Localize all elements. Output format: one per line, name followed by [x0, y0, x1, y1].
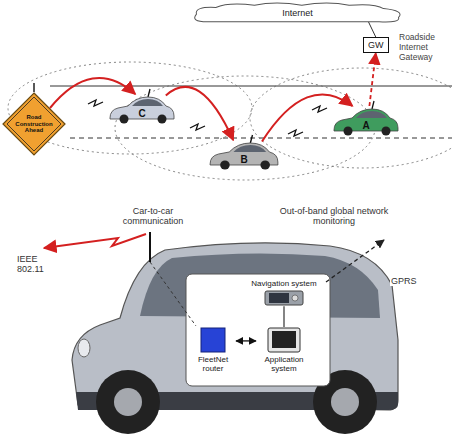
router-text: FleetNet router — [190, 355, 236, 373]
car-letter: C — [138, 108, 145, 120]
car-letter: A — [362, 120, 369, 132]
app-text: Application system — [256, 355, 312, 373]
router-block — [200, 327, 226, 353]
app-node: Application system — [256, 327, 312, 373]
nav-text: Navigation system — [251, 279, 316, 288]
road-lines — [50, 86, 452, 138]
diamond-text: Road Construction Ahead — [12, 114, 56, 134]
gprs-link — [326, 240, 384, 282]
nav-node: Navigation system — [244, 279, 324, 306]
antenna — [149, 232, 151, 262]
annotation-label: Car-to-car communication — [112, 206, 194, 227]
antenna-cable — [150, 262, 196, 326]
application-display — [267, 327, 301, 353]
cloud-node: Internet — [190, 2, 405, 24]
lightning-bolts — [88, 100, 327, 136]
connector-arrow — [262, 94, 352, 141]
cloud-text: Internet — [282, 8, 313, 18]
headlight — [78, 339, 90, 357]
radio-link-bolt — [44, 234, 146, 248]
connector-arrow — [166, 87, 233, 140]
car-node: C — [108, 94, 176, 124]
car-node: B — [208, 140, 280, 170]
annotation-label: Out-of-band global network monitoring — [268, 206, 400, 227]
connector-arrow — [369, 53, 375, 106]
rect-text: GW — [368, 40, 384, 50]
connector-arrow — [50, 78, 135, 108]
car-letter: B — [240, 154, 247, 166]
annotation-label: Roadside Internet Gateway — [398, 33, 452, 62]
connector-arrow — [236, 340, 256, 341]
annotation-label: IEEE 802.11 — [16, 254, 64, 275]
diamond-node: Road Construction Ahead — [2, 92, 66, 156]
rect-node: GW — [363, 37, 389, 53]
router-node: FleetNet router — [190, 327, 236, 373]
car-node: A — [332, 106, 400, 136]
sign-antenna — [33, 83, 35, 92]
connector-arrow — [283, 306, 284, 327]
navigation-device — [264, 290, 304, 306]
onboard-unit-panel — [186, 274, 330, 386]
annotation-label: GPRS — [390, 276, 418, 286]
connector-arrow — [368, 22, 375, 37]
radio-range — [8, 62, 452, 180]
